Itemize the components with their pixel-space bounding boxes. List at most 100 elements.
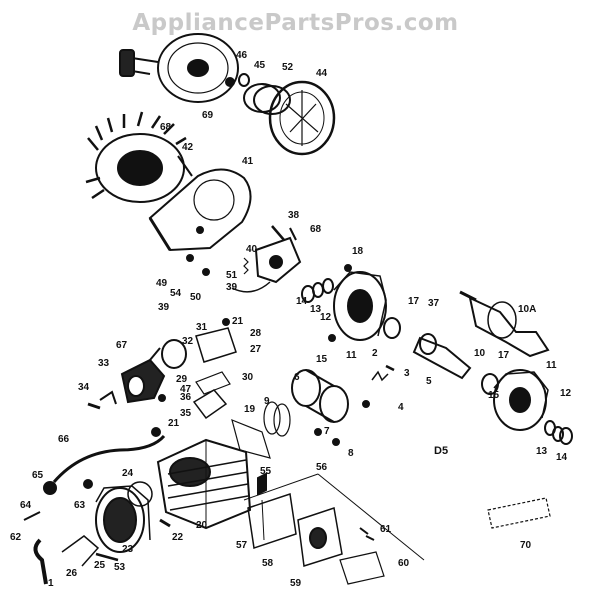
callout-7: 7: [324, 426, 330, 437]
callout-64: 64: [20, 500, 32, 511]
callout-70: 70: [520, 540, 532, 551]
callout-13-secondary: 13: [536, 446, 548, 457]
callout-12: 12: [320, 312, 332, 323]
callout-45: 45: [254, 60, 266, 71]
callout-50: 50: [190, 292, 202, 303]
callout-57: 57: [236, 540, 248, 551]
callout-10a: 10A: [518, 304, 536, 315]
starter-pulley: [119, 33, 239, 103]
callout-10: 10: [474, 348, 486, 359]
carburetor: [120, 347, 166, 404]
callout-labels: 1234567891010A11121314151718192021222324…: [10, 50, 572, 589]
callout-2: 2: [372, 348, 378, 359]
callout-44: 44: [316, 68, 328, 79]
callout-59: 59: [290, 578, 302, 589]
callout-38: 38: [288, 210, 300, 221]
callout-6: 6: [294, 372, 300, 383]
callout-54: 54: [170, 288, 182, 299]
flywheel-screen: [268, 80, 336, 156]
callout-32: 32: [182, 336, 194, 347]
callout-1: 1: [48, 578, 54, 589]
callout-56: 56: [316, 462, 328, 473]
callout-41: 41: [242, 156, 254, 167]
callout-3: 3: [404, 368, 410, 379]
washers-45-46: [225, 73, 250, 87]
callout-28: 28: [250, 328, 262, 339]
callout-46: 46: [236, 50, 248, 61]
cylinder: [156, 438, 252, 530]
callout-23: 23: [122, 544, 134, 555]
callout-22: 22: [172, 532, 184, 543]
callout-55: 55: [260, 466, 272, 477]
callout-30: 30: [242, 372, 254, 383]
callout-19: 19: [244, 404, 256, 415]
callout-31: 31: [196, 322, 208, 333]
callout-52: 52: [282, 62, 294, 73]
callout-33: 33: [98, 358, 110, 369]
callout-17: 17: [408, 296, 420, 307]
callout-11-secondary: 11: [546, 360, 557, 371]
watermark: AppliancePartsPros.com: [132, 10, 459, 36]
callout-65: 65: [32, 470, 44, 481]
callout-9: 9: [264, 396, 270, 407]
callout-66: 66: [58, 434, 70, 445]
callout-51: 51: [226, 270, 238, 281]
callout-42: 42: [182, 142, 194, 153]
starter-cup: [243, 83, 291, 115]
callout-15-secondary: 15: [488, 390, 500, 401]
callout-12-secondary: 12: [560, 388, 572, 399]
callout-25: 25: [94, 560, 106, 571]
seals-right: [544, 420, 573, 445]
callout-68-secondary: 68: [310, 224, 322, 235]
callout-14: 14: [296, 296, 308, 307]
callout-17-secondary: 17: [498, 350, 510, 361]
callout-68: 68: [160, 122, 172, 133]
callout-21: 21: [168, 418, 180, 429]
starter-housing: [95, 485, 151, 553]
callout-14-secondary: 14: [556, 452, 568, 463]
callout-39: 39: [158, 302, 170, 313]
callout-26: 26: [66, 568, 78, 579]
callout-27: 27: [250, 344, 262, 355]
diagram-code: D5: [434, 445, 448, 457]
callout-61: 61: [380, 524, 392, 535]
callout-34: 34: [78, 382, 90, 393]
callout-35: 35: [180, 408, 192, 419]
callout-5: 5: [426, 376, 432, 387]
callout-13: 13: [310, 304, 322, 315]
callout-29: 29: [176, 374, 188, 385]
callout-15: 15: [316, 354, 328, 365]
crankcase-rear: [493, 369, 549, 431]
callout-37: 37: [428, 298, 440, 309]
callout-24: 24: [122, 468, 134, 479]
crankcase-front: [333, 271, 387, 341]
callout-21-secondary: 21: [232, 316, 244, 327]
callout-8: 8: [348, 448, 354, 459]
callout-20: 20: [196, 520, 208, 531]
flywheel: [85, 111, 187, 203]
callout-47: 47: [180, 384, 192, 395]
callout-11: 11: [346, 350, 357, 361]
muffler-assembly: [247, 472, 343, 567]
callout-40: 40: [246, 244, 258, 255]
piston: [291, 369, 349, 423]
ignition-module: [254, 227, 302, 284]
connecting-rod: [412, 333, 472, 380]
crankshaft: [459, 290, 550, 358]
callout-49: 49: [156, 278, 168, 289]
callout-60: 60: [398, 558, 410, 569]
callout-69: 69: [202, 110, 214, 121]
seals-left: [301, 278, 334, 303]
callout-18: 18: [352, 246, 364, 257]
callout-4: 4: [398, 402, 404, 413]
callout-62: 62: [10, 532, 22, 543]
callout-67: 67: [116, 340, 128, 351]
callout-36: 36: [180, 392, 192, 403]
callout-63: 63: [74, 500, 86, 511]
callout-39-secondary: 39: [226, 282, 238, 293]
blower-housing: [148, 168, 252, 252]
callout-58: 58: [262, 558, 274, 569]
callout-53: 53: [114, 562, 126, 573]
